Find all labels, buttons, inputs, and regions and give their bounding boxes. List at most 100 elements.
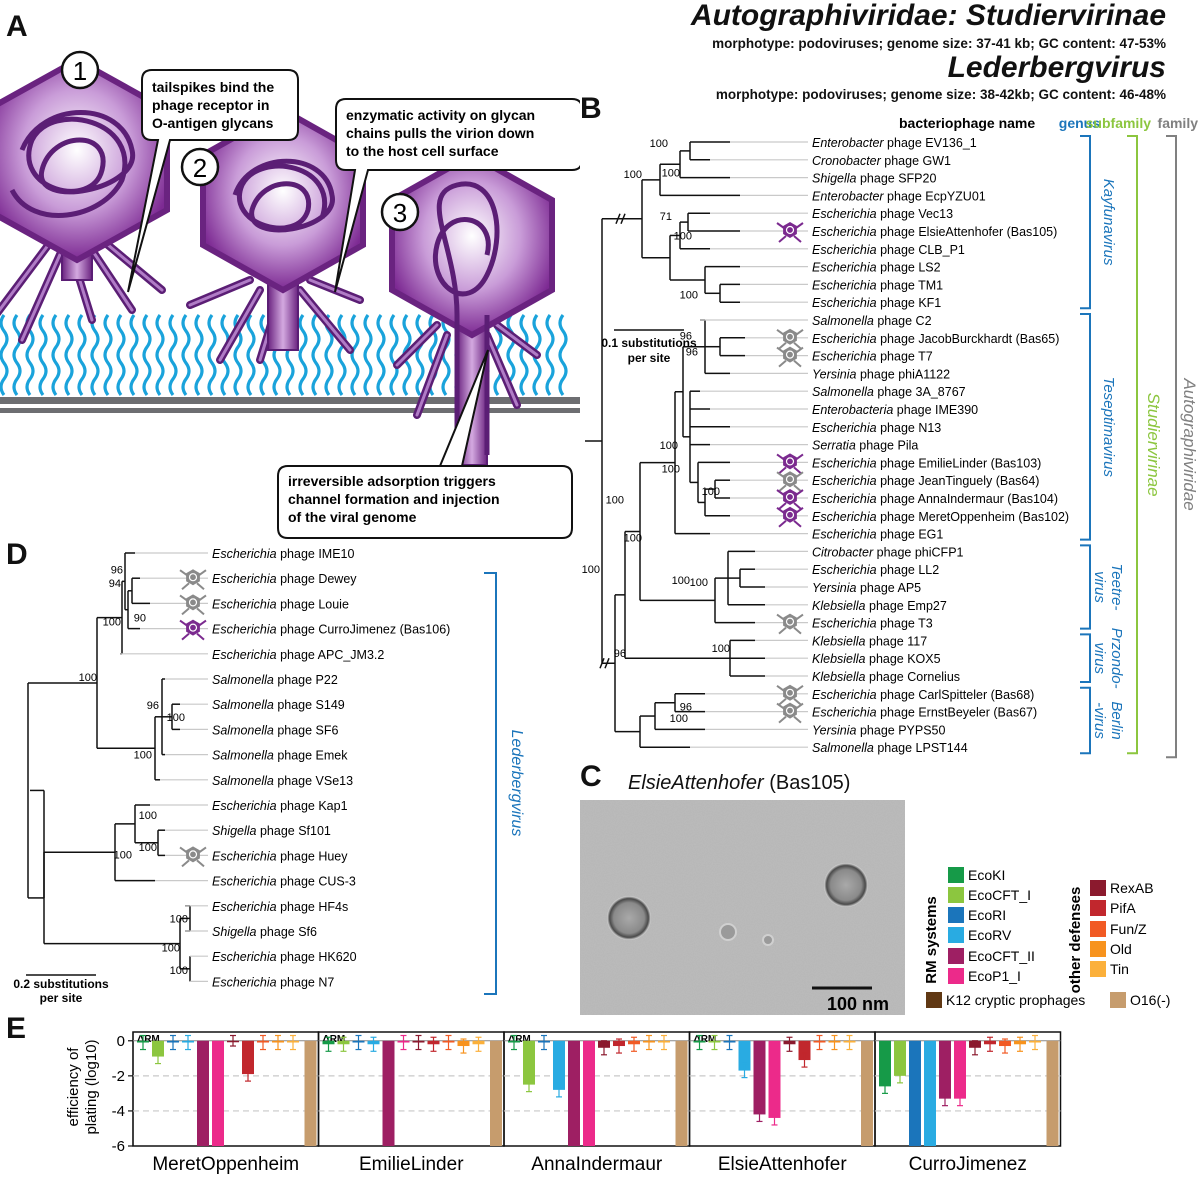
- taxon-label: Escherichia phage AnnaIndermaur (Bas104): [812, 492, 1058, 506]
- phage-icon: [776, 684, 804, 706]
- taxon-label: Salmonella phage 3A_8767: [812, 385, 966, 399]
- phage-icon: [776, 346, 804, 368]
- genus-bracket: [1080, 686, 1091, 755]
- taxon-label: Citrobacter phage phiCFP1: [812, 545, 964, 559]
- glycan-chain: [168, 314, 178, 396]
- bootstrap-value: 100: [662, 167, 680, 179]
- glycan-chain: [363, 314, 373, 396]
- taxon-label: Escherichia phage CLB_P1: [812, 243, 965, 257]
- bar-O16(-): [675, 1040, 688, 1146]
- bar-EcoCFT_I: [894, 1040, 906, 1076]
- glycan-chain: [207, 314, 217, 396]
- bootstrap-value: 100: [624, 169, 642, 181]
- svg-text:per site: per site: [628, 351, 671, 365]
- bootstrap-value: 96: [680, 702, 692, 714]
- taxon-label: Escherichia phage HF4s: [212, 900, 348, 914]
- glycan-chain: [389, 314, 399, 396]
- taxon-label: Escherichia phage Huey: [212, 849, 348, 863]
- facet-label: CurroJimenez: [909, 1154, 1027, 1175]
- taxon-label: Salmonella phage P22: [212, 673, 338, 687]
- y-tick-label: -6: [112, 1138, 125, 1155]
- bar-O16(-): [490, 1040, 502, 1146]
- bootstrap-value: 100: [170, 965, 188, 977]
- glycan-chain: [77, 314, 87, 396]
- legend-other-title: other defenses: [1067, 887, 1084, 994]
- bar-PifA: [798, 1040, 811, 1061]
- bootstrap-value: 96: [147, 700, 159, 712]
- svg-text:enzymatic activity on glycan: enzymatic activity on glycan: [346, 107, 535, 123]
- genus-bracket: [1080, 313, 1091, 541]
- y-tick-label: 0: [117, 1033, 125, 1050]
- panel-letter-b: B: [580, 92, 602, 125]
- bar-EcoP1_I: [954, 1040, 966, 1099]
- glycan-chain: [12, 314, 22, 396]
- virion-particle: [607, 896, 651, 940]
- legend-label: Fun/Z: [1110, 921, 1147, 937]
- taxon-label: Escherichia phage Vec13: [812, 207, 953, 221]
- taxon-label: Escherichia phage T7: [812, 350, 933, 364]
- phage-icon: [776, 506, 804, 528]
- taxon-label: Yersinia phage AP5: [812, 581, 921, 595]
- panel-c-micrograph: 100 nm: [580, 800, 905, 1015]
- bar-O16(-): [304, 1040, 317, 1146]
- bootstrap-value: 100: [162, 943, 180, 955]
- legend-swatch: [948, 968, 964, 984]
- svg-text:irreversible adsorption trigge: irreversible adsorption triggers: [288, 473, 496, 489]
- host-membrane: [0, 397, 580, 404]
- bar-EcoRI: [909, 1040, 921, 1146]
- phage-icon: [776, 222, 804, 243]
- bootstrap-value: 96: [111, 564, 123, 576]
- y-tick-label: -4: [112, 1103, 125, 1120]
- genus-bracket-lederbergvirus: Lederbergvirus: [484, 572, 525, 995]
- phage-icon: [776, 613, 804, 635]
- bootstrap-value: 100: [712, 643, 730, 655]
- legend-label: Old: [1110, 941, 1132, 957]
- legend-swatch: [1090, 961, 1106, 977]
- delta-rm-label: ΔRM: [323, 1034, 346, 1045]
- legend-label: K12 cryptic prophages: [946, 992, 1085, 1008]
- bar-O16(-): [1046, 1040, 1059, 1146]
- panel-letter-e: E: [6, 1012, 27, 1045]
- step-marker-2: 2: [180, 147, 220, 187]
- taxon-label: Escherichia phage JacobBurckhardt (Bas65…: [812, 332, 1059, 346]
- legend-label: EcoRI: [968, 907, 1006, 923]
- legend-swatch: [948, 948, 964, 964]
- delta-rm-label: ΔRM: [508, 1034, 531, 1045]
- taxon-label: Escherichia phage HK620: [212, 950, 357, 964]
- legend-swatch: [948, 887, 964, 903]
- taxon-label: Enterobacteria phage IME390: [812, 403, 978, 417]
- glycan-chain: [246, 314, 256, 396]
- taxon-label: Salmonella phage VSe13: [212, 774, 353, 788]
- bootstrap-value: 96: [686, 347, 698, 359]
- subtitle-lederbergvirus: morphotype: podoviruses; genome size: 38…: [715, 87, 1166, 102]
- legend-swatch: [1090, 880, 1106, 896]
- taxon-label: Salmonella phage SF6: [212, 723, 339, 737]
- taxon-label: Salmonella phage C2: [812, 314, 932, 328]
- glycan-chain: [298, 314, 308, 396]
- glycan-chain: [337, 314, 347, 396]
- col-header-subfamily: subfamily: [1086, 115, 1152, 131]
- facet-frame: [317, 1031, 505, 1147]
- facet-label: EmilieLinder: [359, 1154, 464, 1175]
- title-lederbergvirus: Lederbergvirus: [947, 51, 1166, 84]
- glycan-chain: [441, 314, 451, 396]
- scale-bar-b: 0.1 substitutions per site: [601, 329, 697, 365]
- taxonomy-brackets: KayfunavirusTeseptimavirusTeetre-virusPr…: [1080, 135, 1199, 759]
- bootstrap-value: 96: [614, 648, 626, 660]
- bootstrap-value: 100: [672, 575, 690, 587]
- taxon-label: Escherichia phage EmilieLinder (Bas103): [812, 456, 1041, 470]
- phage-icon: [776, 489, 804, 510]
- taxon-label: Escherichia phage CurroJimenez (Bas106): [212, 623, 450, 637]
- bootstrap-value: 100: [167, 712, 185, 724]
- panel-letter-d: D: [6, 538, 28, 571]
- bar-EcoCFT_I: [523, 1040, 535, 1085]
- taxon-label: Escherichia phage KF1: [812, 296, 941, 310]
- family-bracket: [1166, 135, 1177, 759]
- bar-O16(-): [861, 1040, 873, 1146]
- subtitle-studiervirinae: morphotype: podoviruses; genome size: 37…: [712, 36, 1166, 51]
- bar-EcoP1_I: [212, 1040, 224, 1146]
- phage-icon: [776, 453, 804, 475]
- svg-text:0.1 substitutions: 0.1 substitutions: [601, 336, 697, 350]
